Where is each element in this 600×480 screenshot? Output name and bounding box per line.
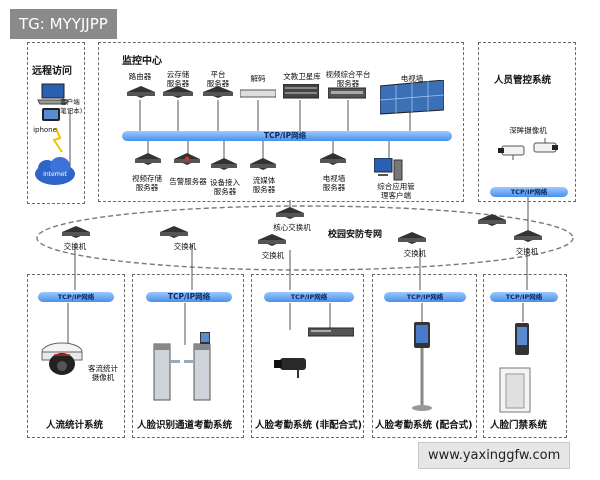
top-device-label: 文教卫星库 — [283, 72, 321, 81]
cloud-label: Internet — [43, 171, 67, 178]
top-device-label: 路由器 — [128, 72, 152, 81]
bottom-device-label: 视频存储 服务器 — [132, 174, 162, 192]
switch-icon — [62, 226, 90, 238]
top-device-label: 平台 服务器 — [206, 70, 230, 88]
turnstile-gate-icon — [153, 332, 211, 401]
subsystem-bus — [490, 292, 558, 302]
video-platform-server-icon — [328, 87, 366, 99]
subsystem-bus-label: TCP/IP网络 — [167, 292, 211, 301]
bottom-device-label: 设备接入 服务器 — [210, 178, 240, 196]
top-device-label: 解码 — [250, 74, 266, 83]
switch-icon — [258, 234, 286, 246]
subsystem-bus-label: TCP/IP网络 — [290, 293, 328, 301]
switch-icon — [160, 226, 188, 238]
subsystem-bus-label: TCP/IP网络 — [57, 293, 95, 301]
switch-label: 交换机 — [261, 251, 285, 260]
subsystem-title: 人脸识别通道考勤系统 — [137, 420, 233, 431]
bottom-device-label: 综合应用管 理客户端 — [377, 182, 415, 200]
campus-ring — [36, 205, 574, 271]
alarm-server-icon — [174, 153, 200, 165]
top-device-label: 视频综合平台 服务器 — [325, 70, 371, 88]
watermark-bottom: www.yaxinggfw.com — [418, 442, 571, 469]
camera-icon — [533, 138, 558, 153]
bottom-device-label: 告警服务器 — [169, 177, 207, 186]
subsystem-device-label: 客流统计 摄像机 — [88, 364, 118, 382]
subsystem-bus — [264, 292, 354, 302]
subsystem-people-flow — [27, 274, 125, 438]
laptop-icon — [37, 83, 69, 105]
switch-icon — [398, 232, 426, 244]
laptop-label: 客户端 (笔记本) — [57, 98, 83, 115]
switch-icon — [478, 214, 506, 226]
people-tcpip-bus — [490, 187, 568, 197]
management-client-icon — [374, 158, 403, 181]
core-switch-label: 核心交换机 — [273, 223, 311, 232]
top-device-label: 电视墙 — [400, 74, 424, 83]
remote-access-title: 远程访问 — [32, 66, 72, 77]
router-icon — [127, 86, 155, 98]
monitor-tcpip-bus — [122, 131, 452, 141]
monitor-center-title: 监控中心 — [122, 56, 162, 67]
subsystem-face-noncoop — [251, 274, 364, 438]
subsystem-bus — [38, 292, 114, 302]
video-storage-server-icon — [135, 153, 161, 165]
subsystem-face-coop — [372, 274, 477, 438]
video-wall-icon — [380, 80, 444, 115]
dome-camera-icon — [41, 342, 83, 375]
top-device-label: 云存储 服务器 — [166, 70, 190, 88]
subsystem-bus-label: TCP/IP网络 — [505, 293, 543, 301]
nvr-icon — [308, 327, 354, 337]
decoder-icon — [240, 89, 276, 98]
monitor-center-panel — [98, 42, 464, 202]
video-wall-server-icon — [320, 153, 346, 165]
switch-icon — [514, 230, 542, 242]
cloud-icon — [35, 157, 75, 185]
people-control-title: 人员管控系统 — [494, 75, 552, 86]
face-terminal-icon — [515, 323, 529, 355]
people-control-panel — [478, 42, 576, 202]
camera-icon — [498, 145, 525, 160]
device-access-server-icon — [211, 158, 237, 170]
monitor-bus-label: TCP/IP网络 — [263, 131, 307, 140]
camera-icon — [274, 358, 306, 378]
platform-server-icon — [203, 86, 233, 98]
ring-label: 校园安防专网 — [327, 230, 382, 240]
people-bus-label: TCP/IP网络 — [510, 188, 548, 196]
bottom-device-label: 流媒体 服务器 — [252, 176, 276, 194]
subsystem-title: 人脸考勤系统 (非配合式) — [255, 420, 362, 431]
subsystem-title: 人脸考勤系统 (配合式) — [375, 420, 473, 431]
subsystem-title: 人脸门禁系统 — [490, 420, 548, 431]
subsystem-face-gate — [132, 274, 244, 438]
switch-label: 交换机 — [403, 249, 427, 258]
subsystem-bus — [146, 292, 232, 302]
subsystem-face-door — [483, 274, 567, 438]
watermark-top: TG: MYYJJPP — [10, 9, 117, 39]
switch-label: 交换机 — [515, 247, 539, 256]
storage-array-icon — [283, 84, 319, 99]
door-icon — [499, 367, 531, 413]
switch-label: 交换机 — [173, 242, 197, 251]
remote-access-panel — [27, 42, 85, 204]
bottom-device-label: 电视墙 服务器 — [322, 174, 346, 192]
cloud-storage-server-icon — [163, 86, 193, 98]
streaming-server-icon — [250, 158, 276, 170]
subsystem-bus-label: TCP/IP网络 — [406, 293, 444, 301]
subsystem-bus — [384, 292, 466, 302]
subsystem-title: 人流统计系统 — [46, 420, 104, 431]
phone-label: iphone — [33, 126, 57, 134]
face-terminal-icon — [412, 322, 432, 411]
core-switch-icon — [276, 207, 304, 219]
switch-label: 交换机 — [63, 242, 87, 251]
people-camera-label: 深眸摄像机 — [509, 126, 547, 135]
phone-icon — [42, 108, 60, 121]
